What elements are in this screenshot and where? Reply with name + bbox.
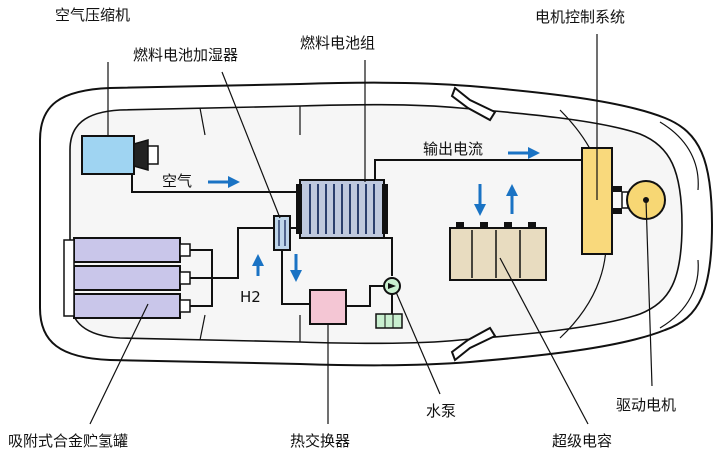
label-air: 空气 <box>162 172 192 190</box>
hydrogen-storage-tanks: 吸附式合金贮氢罐 <box>8 227 274 450</box>
h2-flow-arrow <box>252 254 264 276</box>
coolant-pipe-mid <box>346 285 386 307</box>
output-current-arrow <box>508 147 540 159</box>
coolant-flow-arrow <box>290 254 302 282</box>
label-fuel-cell-stack: 燃料电池组 <box>300 34 375 52</box>
motor-control-system: 电机控制系统 <box>535 8 625 255</box>
water-pump-leader-line <box>395 291 441 395</box>
motor-leader-line <box>645 199 653 387</box>
humidifier-leader-line <box>221 71 281 219</box>
coolant-pipe-right <box>384 237 393 276</box>
label-water-pump: 水泵 <box>426 402 456 420</box>
supercapacitor: 超级电容 <box>449 222 612 450</box>
heat-exchanger: 热交换器 <box>290 289 350 450</box>
mirror-top <box>450 86 497 122</box>
label-heat-exchanger: 热交换器 <box>290 432 350 450</box>
air-flow-arrow <box>208 176 240 188</box>
label-h2: H2 <box>240 288 261 306</box>
label-supercapacitor: 超级电容 <box>552 432 612 450</box>
capacitor-charge-arrows <box>474 184 518 216</box>
fuel-cell-stack: 燃料电池组 <box>296 34 388 239</box>
drive-motor: 驱动电机 <box>612 180 676 414</box>
capacitor-leader-line <box>499 257 589 425</box>
label-hydrogen-tank: 吸附式合金贮氢罐 <box>8 432 128 450</box>
label-output-current: 输出电流 <box>423 140 483 158</box>
water-pump: 水泵 <box>375 277 456 420</box>
output-current-line <box>374 159 586 180</box>
air-pipe <box>131 174 300 193</box>
coolant-pipe-left <box>281 250 310 305</box>
compressor-body <box>81 135 135 175</box>
mirror-bottom <box>450 326 497 362</box>
label-motor-controller: 电机控制系统 <box>535 8 625 26</box>
tank-leader-line <box>89 303 149 425</box>
label-humidifier: 燃料电池加湿器 <box>133 46 238 64</box>
label-drive-motor: 驱动电机 <box>616 396 676 414</box>
fuel-cell-humidifier: 燃料电池加湿器 <box>133 46 300 251</box>
label-air-compressor: 空气压缩机 <box>55 6 130 24</box>
air-compressor: 空气压缩机 <box>55 6 159 175</box>
